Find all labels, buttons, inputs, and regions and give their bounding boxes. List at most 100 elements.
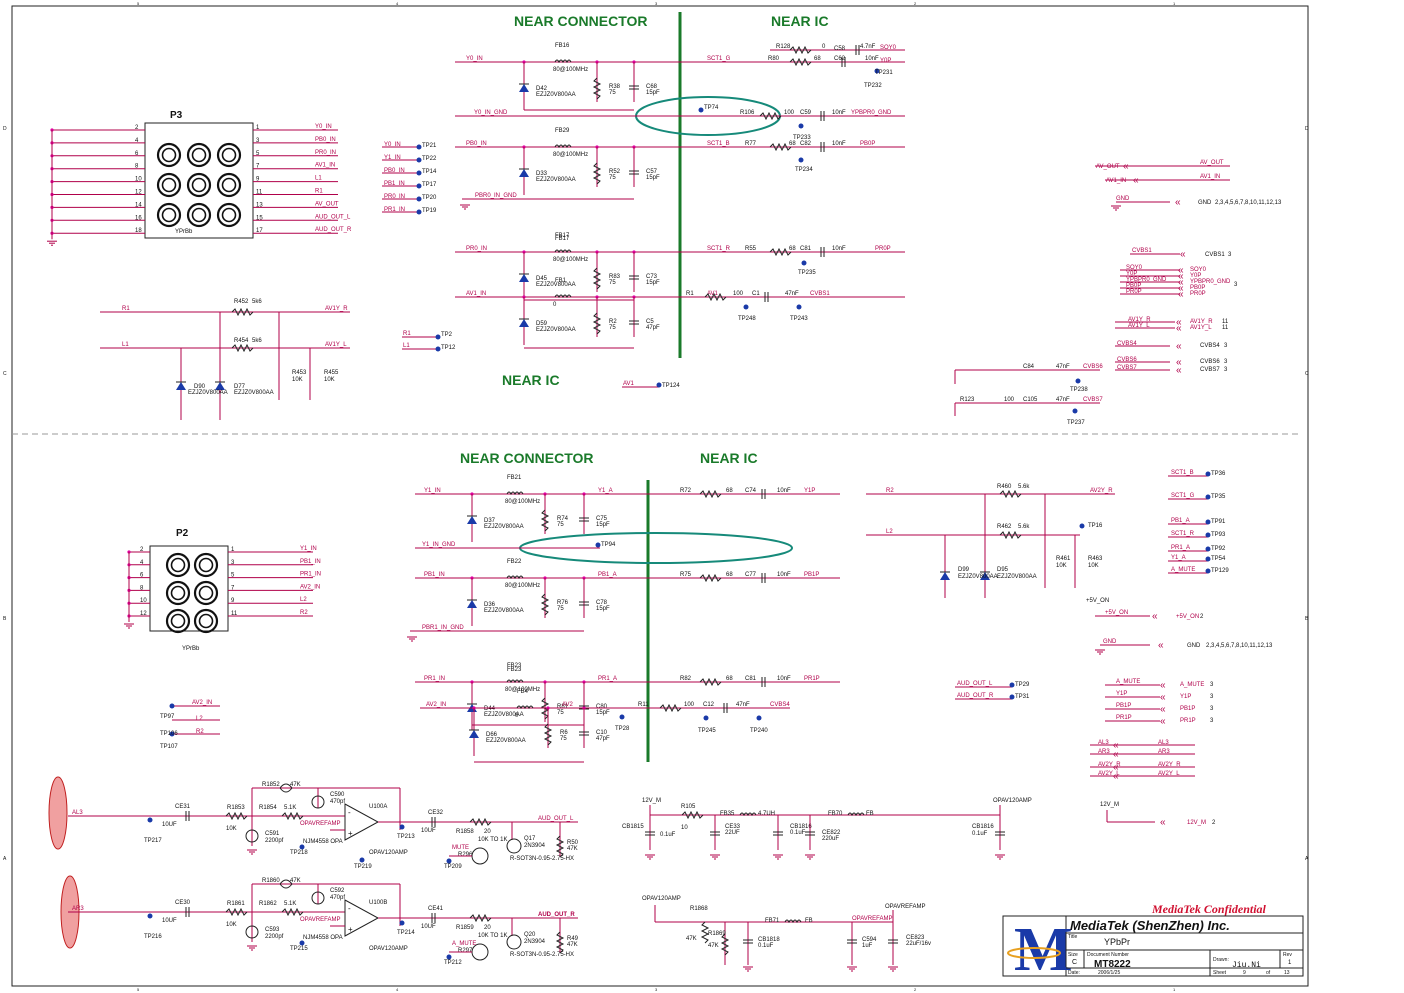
- c-ref: C73: [646, 274, 658, 280]
- ic-r-ref: R55: [745, 246, 757, 252]
- ground-symbol: [1111, 205, 1121, 211]
- ce2-ref: CE32: [428, 810, 444, 816]
- tvs-diode: [519, 318, 529, 327]
- ic-r-ref: R128: [776, 44, 791, 50]
- c-value: 0.1uF: [660, 832, 676, 838]
- fb-ref: FB22: [507, 559, 522, 565]
- offpage-name: CVBS4: [1200, 343, 1220, 349]
- offpage-net: PB0P: [1126, 283, 1141, 289]
- pin-net-label: AUD_OUT_L: [315, 214, 351, 220]
- opamp-ref: U100A: [369, 804, 387, 810]
- r-ref: R76: [557, 600, 569, 606]
- resistor: [759, 111, 782, 121]
- resistor: [704, 292, 727, 302]
- tp-ref: TP54: [1211, 556, 1226, 562]
- test-point: [1205, 546, 1211, 552]
- frame-col-label: 2: [914, 987, 917, 992]
- fb-ref: FB17: [555, 233, 570, 239]
- tp-ref: TP92: [1211, 546, 1226, 552]
- q-value: 2N3904: [524, 843, 546, 849]
- ic-r-value: 68: [726, 676, 733, 682]
- pin-number-right: 3: [231, 560, 235, 566]
- tp-ref: TP14: [422, 169, 437, 175]
- cvbs-r123: R123: [960, 397, 975, 403]
- offpage-sheet: 3: [1224, 367, 1228, 373]
- test-point: [756, 715, 762, 721]
- mute-transistor: [506, 838, 522, 854]
- frame-col-label: 4: [396, 1, 399, 6]
- r-ref: R105: [681, 804, 696, 810]
- test-point: [874, 68, 880, 74]
- protect-channel: PB1_INFB2280@100MHzD36EZJZ0V800AAR7675C7…: [407, 559, 840, 642]
- ic-out: CVBS4: [770, 702, 790, 708]
- pin-net-label: AV1_IN: [315, 163, 335, 169]
- c-value: 15pF: [646, 90, 660, 96]
- pin-number-right: 5: [231, 573, 235, 579]
- r-ref: R49: [567, 936, 579, 942]
- sheet-label: Sheet: [1213, 970, 1227, 976]
- r-value: 75: [609, 175, 616, 181]
- ce2-ref: CE41: [428, 906, 444, 912]
- tvs-diode: [519, 83, 529, 92]
- rf-ref: R1852: [262, 782, 280, 788]
- date-label: Date:: [1068, 970, 1080, 976]
- offpage-chevron: «: [1178, 289, 1184, 300]
- ic-r-value: 100: [733, 291, 744, 297]
- c-ref: CE33: [725, 824, 741, 830]
- offpage-sheet: 2,3,4,5,6,7,8,10,11,12,13: [1206, 643, 1273, 649]
- offpage-net: AV2Y_L: [1098, 771, 1120, 777]
- offpage-chevron: «: [1160, 680, 1166, 691]
- a1-r453: R453: [292, 370, 307, 376]
- frame-row-label: C: [3, 371, 7, 377]
- highlight-ellipse-al3: [48, 776, 68, 850]
- fb-value: 80@100MHz: [553, 67, 588, 73]
- fb-ref: FB70: [828, 811, 843, 817]
- jack-ring: [165, 552, 191, 578]
- frame-col-label: 3: [655, 1, 658, 6]
- offpage-sheet: 3: [1234, 282, 1238, 288]
- pin-number-left: 10: [140, 598, 147, 604]
- tp-ref: TP240: [750, 728, 768, 734]
- test-point: [743, 304, 749, 310]
- r3-value: 20: [484, 829, 491, 835]
- r-ref: R1862: [259, 901, 277, 907]
- fb-value: 80@100MHz: [505, 583, 540, 589]
- ground-symbol: [460, 204, 470, 210]
- diode-body: [519, 319, 529, 327]
- tp-ref: TP17: [422, 182, 437, 188]
- offpage-net: CVBS1: [1132, 248, 1152, 254]
- pin-number-left: 16: [135, 215, 142, 221]
- cf-value: 470pf: [330, 895, 345, 901]
- capacitor: [761, 573, 766, 583]
- offpage-chevron: «: [1160, 704, 1166, 715]
- cvbs-out-block: C84 47nF CVBS6 TP238 R123 100 C105 47nF …: [954, 364, 1103, 426]
- fb-value: 0: [515, 713, 519, 719]
- offpage-name: PB0P: [1190, 285, 1205, 291]
- jack-ring: [165, 608, 191, 634]
- offpage-chevron: «: [1113, 771, 1119, 782]
- diode-value: EZJZ0V800AA: [536, 177, 576, 183]
- test-point: [299, 940, 305, 946]
- test-point: [1009, 682, 1015, 688]
- capacitor-v: [629, 320, 639, 325]
- tp-net: AUD_OUT_L: [957, 681, 993, 687]
- resistor-v: [592, 267, 602, 290]
- frame-col-label: 2: [914, 1, 917, 6]
- offpage-net: AR3: [1098, 749, 1110, 755]
- jack-inner: [161, 177, 177, 193]
- resistor-v: [700, 921, 710, 944]
- pin-number-right: 13: [256, 202, 263, 208]
- test-point: [416, 144, 422, 150]
- tvs-diode: [467, 515, 477, 524]
- offpage-name: AL3: [1158, 740, 1169, 746]
- title-value: YPbPr: [1104, 937, 1130, 947]
- input-net: Y0_IN: [466, 56, 483, 62]
- ic-r-value: 68: [789, 246, 796, 252]
- output-net: PR1_A: [598, 676, 617, 682]
- power-net: OPAVREFAMP: [852, 916, 892, 922]
- resistor: [699, 489, 722, 499]
- ic-c-ref: C74: [745, 488, 757, 494]
